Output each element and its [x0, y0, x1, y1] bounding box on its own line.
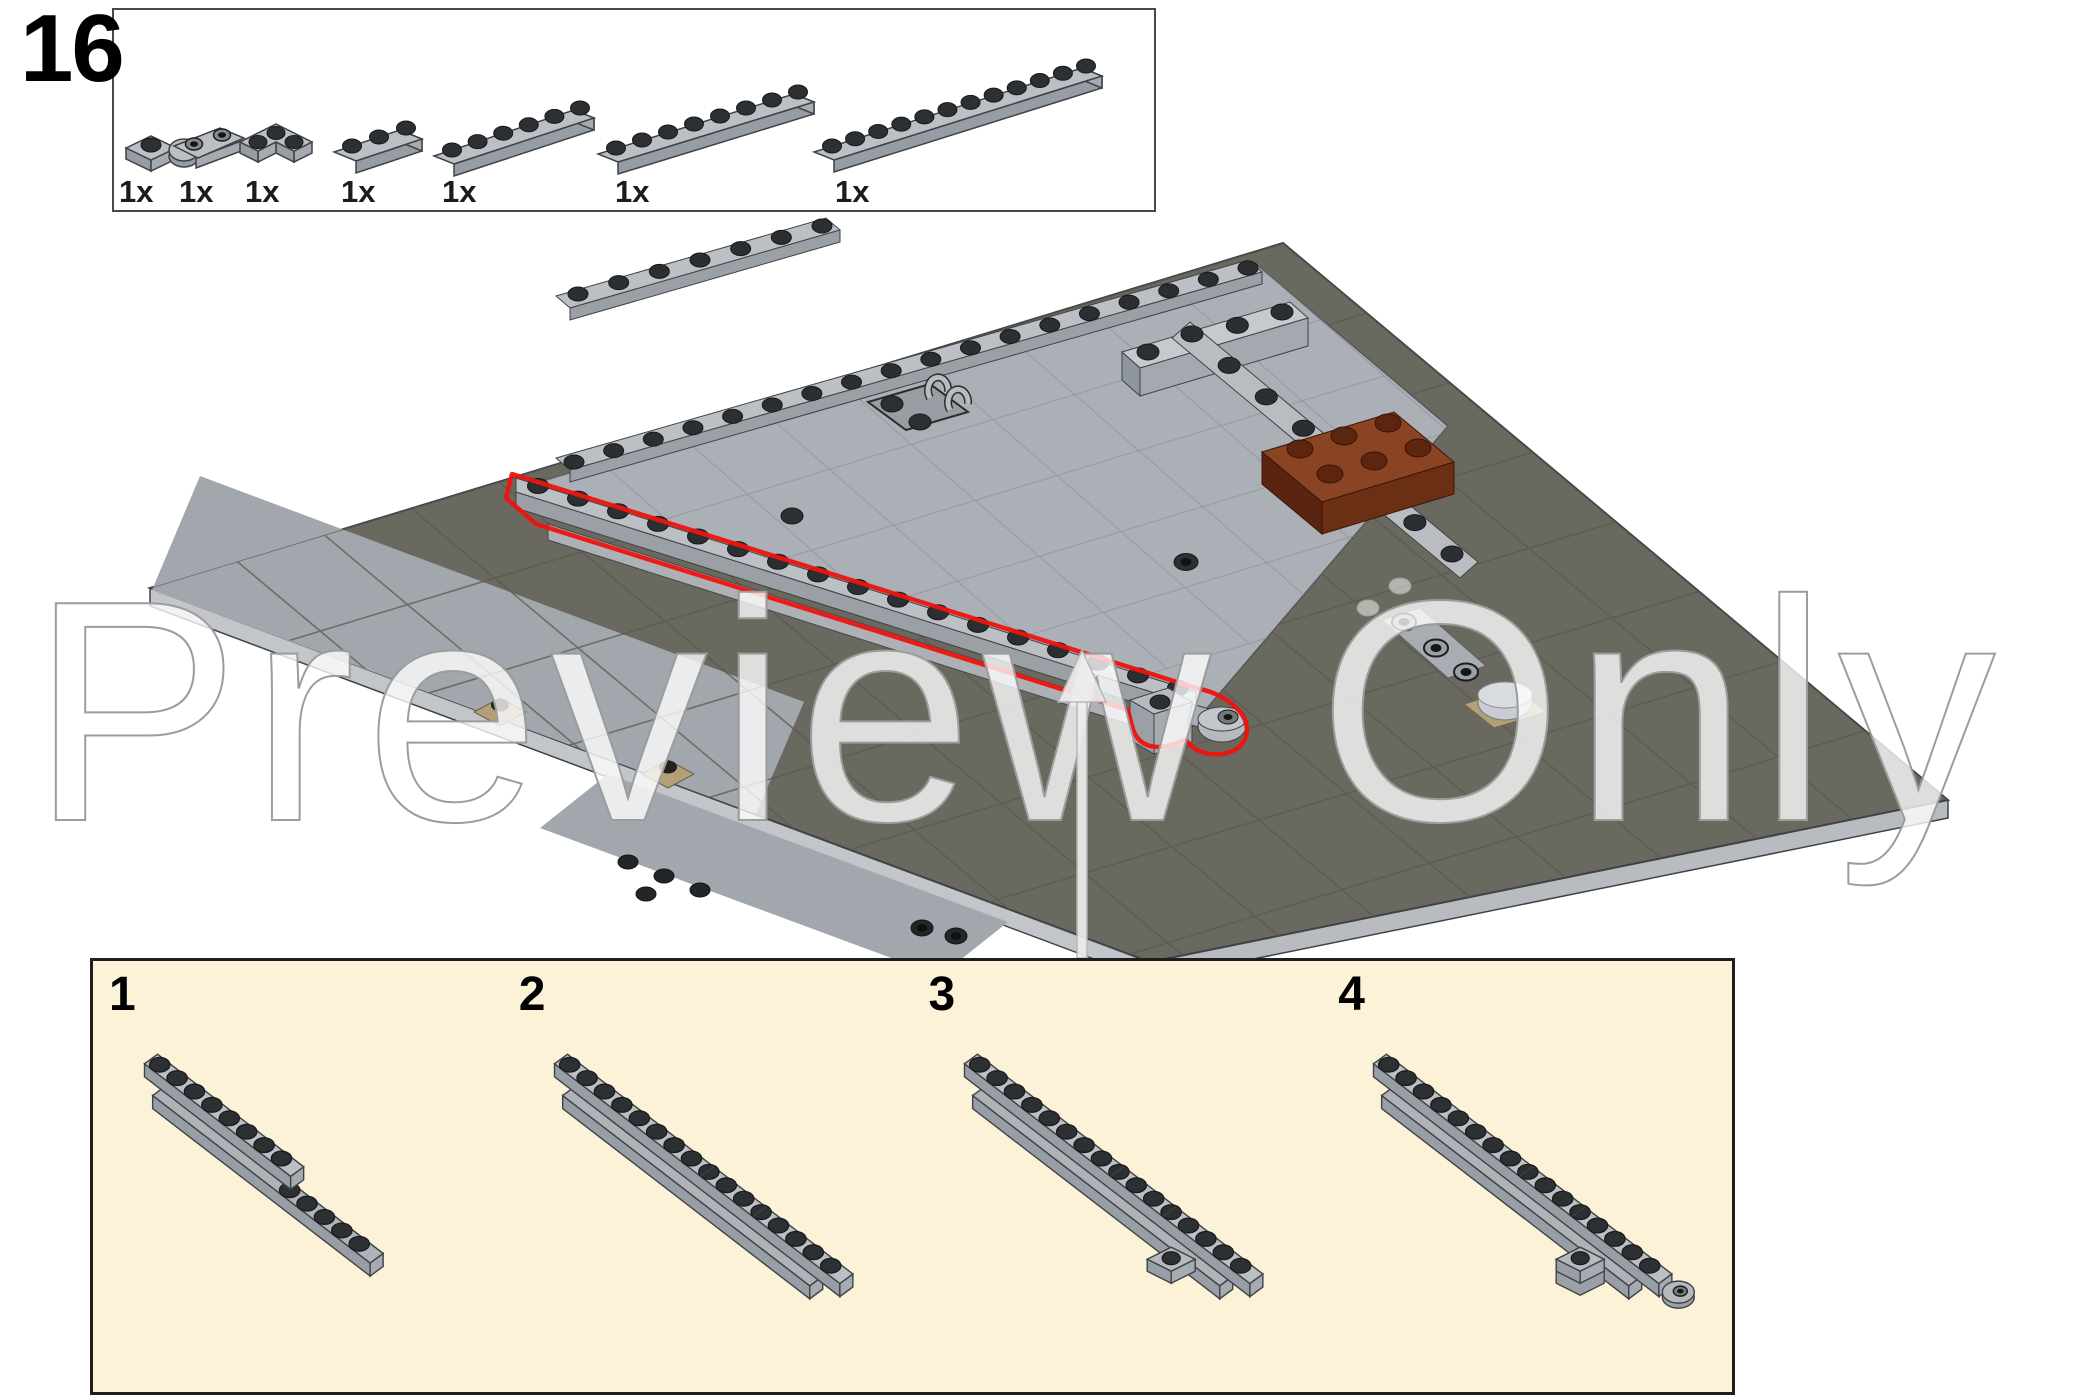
- plate-1x12-icon: [811, 58, 1105, 174]
- brown-brick: [1260, 411, 1456, 536]
- left-plate-band: [152, 476, 804, 814]
- bottom-plate-band: [540, 774, 1008, 976]
- scattered-studs: [617, 854, 968, 945]
- wedge-edge-stud-row: [554, 259, 1264, 483]
- subassembly-step-2-figure: [553, 1053, 854, 1301]
- part-count: 1x: [615, 174, 650, 209]
- part-count: 1x: [119, 174, 154, 209]
- subassembly-step-3-figure: [962, 1053, 1264, 1301]
- substep-3: 3: [913, 961, 1323, 1392]
- substep-label: 2: [518, 968, 546, 1021]
- substep-label: 1: [109, 968, 136, 1021]
- substep-label: 3: [928, 968, 956, 1021]
- plate-round-1x2-icon: [168, 127, 246, 170]
- new-part-highlight-outline: [503, 471, 1250, 757]
- plate-2x2-corner-icon: [238, 123, 314, 164]
- edge-stud-row-top: [554, 217, 842, 321]
- substep-1: 1: [93, 961, 503, 1392]
- substeps-box: 1 2 3 4: [90, 958, 1735, 1395]
- plate-1x6-icon: [431, 100, 597, 178]
- substep-2: 2: [503, 961, 913, 1392]
- surface-details: [472, 507, 1548, 945]
- substep-label: 4: [1338, 968, 1365, 1021]
- plate-1x3-icon: [331, 120, 425, 175]
- round-tile: [1462, 681, 1548, 729]
- plate-1x8-icon: [595, 84, 817, 176]
- step-number: 16: [20, 0, 125, 102]
- part-count: 1x: [341, 174, 376, 209]
- subassembly-step-4-figure: [1372, 1053, 1696, 1309]
- part-count: 1x: [442, 174, 477, 209]
- parts-list-box: 1x 1x 1x 1x 1x 1x 1x: [112, 8, 1156, 212]
- subassembly-step-1-figure: [143, 1053, 385, 1278]
- clip-plate: [865, 373, 973, 432]
- part-count: 1x: [179, 174, 214, 209]
- substep-4: 4: [1322, 961, 1732, 1392]
- part-count: 1x: [835, 174, 870, 209]
- part-count: 1x: [245, 174, 280, 209]
- tan-plates: [472, 697, 696, 789]
